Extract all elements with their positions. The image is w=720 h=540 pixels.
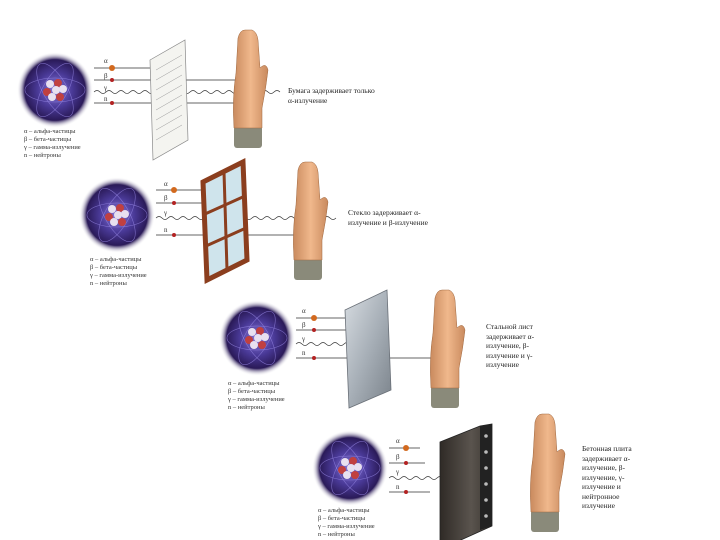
label-gamma-1: γ (103, 84, 107, 92)
legend-item: α – альфа-частицы (318, 507, 370, 514)
legend-2: α – альфа-частицы β – бета-частицы γ – г… (90, 256, 147, 288)
legend-item: α – альфа-частицы (90, 256, 142, 263)
legend-item: γ – гамма-излучение (90, 272, 147, 279)
label-gamma-3: γ (301, 335, 305, 343)
legend-item: γ – гамма-излучение (228, 396, 285, 403)
label-gamma-2: γ (163, 209, 167, 217)
legend-item: γ – гамма-излучение (24, 144, 81, 151)
glass-window-barrier (200, 158, 250, 284)
label-alpha-1: α (104, 57, 108, 65)
steel-sheet-barrier (344, 289, 392, 409)
caption-3: Стальной лист задерживает α-излучение, β… (486, 322, 535, 369)
panel-steel: α β γ n α – альфа-частицы β – бета-части… (218, 289, 535, 412)
label-neutron-2: n (164, 226, 168, 234)
legend-item: n – нейтроны (90, 280, 127, 287)
particle-rays-4 (388, 445, 444, 494)
caption-1: Бумага задерживает только α-излучение (288, 86, 375, 105)
legend-item: β – бета-частицы (90, 264, 138, 271)
legend-item: β – бета-частицы (318, 515, 366, 522)
caption-2: Стекло задерживает α-излучение и β-излуч… (348, 208, 428, 227)
label-neutron-3: n (302, 349, 306, 357)
label-alpha-3: α (302, 307, 306, 315)
label-gamma-4: γ (395, 468, 399, 476)
label-alpha-2: α (164, 180, 168, 188)
label-beta-1: β (104, 72, 108, 80)
legend-item: α – альфа-частицы (228, 380, 280, 387)
label-beta-4: β (396, 453, 400, 461)
legend-3: α – альфа-частицы β – бета-частицы γ – г… (228, 380, 285, 412)
legend-item: n – нейтроны (24, 152, 61, 159)
legend-item: n – нейтроны (228, 404, 265, 411)
legend-item: β – бета-частицы (24, 136, 72, 143)
panel-glass: α β γ n α – альфа-частицы β – бета-части… (78, 158, 428, 288)
legend-item: α – альфа-частицы (24, 128, 76, 135)
label-neutron-1: n (104, 95, 108, 103)
concrete-slab-barrier (439, 423, 493, 540)
panel-paper: α β γ n α – альфа-частицы β – бета-части… (0, 0, 720, 170)
legend-item: γ – гамма-излучение (318, 523, 375, 530)
hand-4 (530, 413, 566, 533)
label-alpha-4: α (396, 437, 400, 445)
legend-4: α – альфа-частицы β – бета-частицы γ – г… (318, 507, 375, 539)
atom-nucleus-4 (311, 429, 389, 507)
legend-item: β – бета-частицы (228, 388, 276, 395)
label-beta-3: β (302, 321, 306, 329)
label-neutron-4: n (396, 483, 400, 491)
paper-barrier (149, 39, 189, 161)
caption-4: Бетонная плита задерживает α-излучение, … (582, 444, 632, 510)
legend-item: n – нейтроны (318, 531, 355, 538)
label-beta-2: β (164, 194, 168, 202)
legend-1: α – альфа-частицы β – бета-частицы γ – г… (24, 128, 81, 160)
